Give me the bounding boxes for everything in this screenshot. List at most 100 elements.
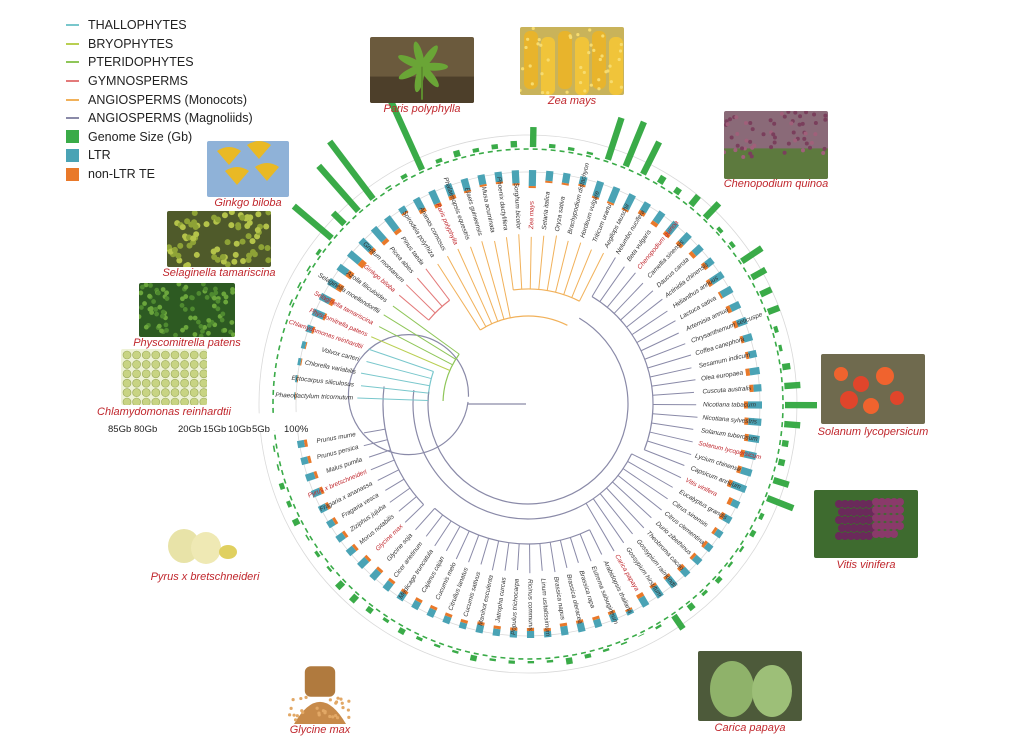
ltr-bar-phalaenopsis-equestris — [444, 183, 456, 197]
genome-bar-selaginella-moellendorffii — [306, 265, 312, 272]
ltr-bar-physcomitrella-patens — [311, 308, 326, 320]
genome-bar-aegilops-tauschii — [640, 140, 662, 176]
photo-caption: Zea mays — [547, 95, 597, 107]
genome-bar-ananas-comosus — [400, 173, 408, 180]
branch-cajanus-cajan — [445, 526, 461, 552]
legend-label: GYMNOSPERMS — [88, 74, 189, 89]
non-ltr-bar-hordeum-vulgare — [591, 195, 600, 200]
clade-arc — [442, 353, 460, 402]
non-ltr-bar-chlamydomonas-reinhardtii — [311, 326, 316, 334]
leaf-label-chlorella-variabilis: Chlorella variabilis — [304, 359, 357, 375]
ltr-bar-camellia-sinensis — [678, 231, 692, 246]
genome-bar-artemisia-annua — [759, 286, 773, 298]
photo-caption: Physcomitrella patens — [133, 337, 241, 349]
leaf-label-cuscuta-australis: Cuscuta australis — [702, 385, 752, 395]
genome-bar-paris-polyphylla — [386, 95, 425, 172]
branch-solanum-lycopersicum — [649, 431, 693, 443]
non-ltr-bar-fragaria-x-ananassa — [324, 501, 331, 510]
genome-bar-gossypium-raimondii — [686, 602, 696, 612]
non-ltr-bar-camellia-sinensis — [675, 240, 684, 249]
non-ltr-bar-phalaenopsis-equestris — [448, 194, 457, 201]
scale-label: 80Gb — [134, 424, 158, 435]
ltr-bar-solanum-lycopersicum — [743, 450, 757, 461]
genome-bar-pinus-taeda — [327, 139, 376, 201]
ltr-bar-ginkgo-biloba — [346, 250, 363, 265]
genome-bar-phoenix-dactylifera — [491, 143, 499, 150]
photo-caption: Paris polyphylla — [383, 103, 461, 115]
non-ltr-bar-vitis-vinifera — [726, 497, 734, 506]
branch-ginkgo-biloba — [398, 294, 430, 321]
genome-bar-solanum-lycopersicum — [777, 458, 786, 467]
legend-label: non-LTR TE — [88, 167, 155, 182]
scale-label: 10Gb — [228, 424, 252, 435]
scale-label: 85Gb — [108, 424, 132, 435]
genome-bar-camellia-sinensis — [702, 201, 722, 220]
scale-label: 15Gb — [203, 424, 227, 435]
branch-picea-abies — [416, 277, 443, 307]
branch-cicer-arietinum — [425, 514, 444, 537]
branch-phoenix-dactylifera — [505, 237, 514, 291]
non-ltr-bar-gossypium-raimondii — [663, 573, 671, 580]
leaf-label-prunus-mume: Prunus mume — [316, 431, 357, 445]
non-ltr-bar-medicago-truncatula — [400, 588, 409, 595]
non-ltr-bar-gnetum-montanum — [368, 247, 377, 256]
branch-jatropha-curcas — [504, 542, 510, 571]
scale-label: 100% — [284, 424, 309, 435]
genome-bar-eucalyptus-grandis — [749, 529, 757, 538]
legend-swatch — [66, 61, 79, 64]
clade-arc — [434, 507, 590, 545]
branch-glycine-max — [404, 504, 424, 523]
genome-bar-olea-europaea — [781, 362, 791, 371]
legend-label: ANGIOSPERMS (Magnoliids) — [88, 111, 253, 126]
ltr-bar-setaria-italica — [545, 170, 554, 182]
genome-bar-durio-zibethinus — [714, 575, 723, 584]
non-ltr-bar-chenopodium-quinoa — [662, 230, 671, 239]
ltr-bar-solanum-tuberosum — [747, 434, 760, 444]
genome-bar-citrus-sinensis — [738, 545, 745, 553]
ltr-bar-fragaria-vesca — [326, 518, 336, 529]
genome-bar-elaeis-guineensis — [452, 149, 461, 158]
branch-citrus-clementina — [617, 475, 662, 511]
branch-ananas-comosus — [446, 255, 487, 327]
ltr-bar-lactuca-sativa — [719, 285, 734, 298]
non-ltr-bar-citrus-sinensis — [711, 526, 718, 535]
leaf-label-phoenix-dactylifera: Phoenix dactylifera — [495, 176, 509, 231]
branch-cucumis-sativus — [480, 538, 490, 565]
leaf-label-solanum-tuberosum: Solanum tuberosum — [700, 427, 758, 443]
ltr-bar-cucumis-sativus — [458, 621, 468, 630]
leaf-label-ricinus-communis: Ricinus communis — [526, 579, 534, 632]
genome-bar-vitis-vinifera — [758, 512, 765, 521]
photo-caption: Selaginella tamariscina — [162, 267, 276, 279]
branch-zea-mays — [529, 236, 532, 290]
photo-carica-papaya — [698, 651, 802, 721]
branch-setaria-italica — [538, 235, 545, 290]
genome-bar-ziziphus-jujuba — [314, 550, 321, 558]
non-ltr-bar-helianthus-annuus — [705, 278, 714, 288]
clade-arc — [427, 317, 629, 505]
legend-label: LTR — [88, 148, 111, 163]
ltr-bar-nicotiana-sylvestris — [748, 417, 762, 426]
genome-bar-glycine-max — [334, 580, 346, 591]
branch-medicago-truncatula — [434, 520, 452, 547]
ltr-bar-capsicum-annuum — [730, 480, 748, 493]
branch-brachypodium-distachyon — [555, 240, 569, 293]
non-ltr-bar-brassica-oleracea — [575, 619, 584, 624]
non-ltr-bar-paris-polyphylla — [434, 202, 443, 209]
clade-arc — [591, 296, 654, 450]
branch-sesamum-indicum — [649, 367, 692, 378]
ltr-bar-prunus-mume — [296, 439, 306, 449]
ltr-bar-arabidopsis-thaliana — [625, 608, 635, 616]
legend-swatch — [66, 117, 79, 120]
genome-bar-gnetum-montanum — [330, 210, 347, 227]
branch-durio-zibethinus — [612, 481, 652, 519]
non-ltr-bar-glycine-soja — [375, 566, 384, 574]
branch-brassica-napus — [549, 542, 556, 573]
ltr-bar-cicer-arietinum — [382, 580, 394, 592]
non-ltr-bar-prunus-mume — [303, 439, 309, 447]
genome-bar-phalaenopsis-equestris — [435, 157, 443, 164]
photo-caption: Chenopodium quinoa — [723, 178, 829, 190]
data-tracks — [272, 95, 818, 665]
branch-phaeodactylum-tricornutum — [357, 397, 429, 402]
photo-chenopodium-quinoa — [724, 111, 828, 179]
non-ltr-bar-spirodela-polyrhiza — [401, 210, 409, 217]
